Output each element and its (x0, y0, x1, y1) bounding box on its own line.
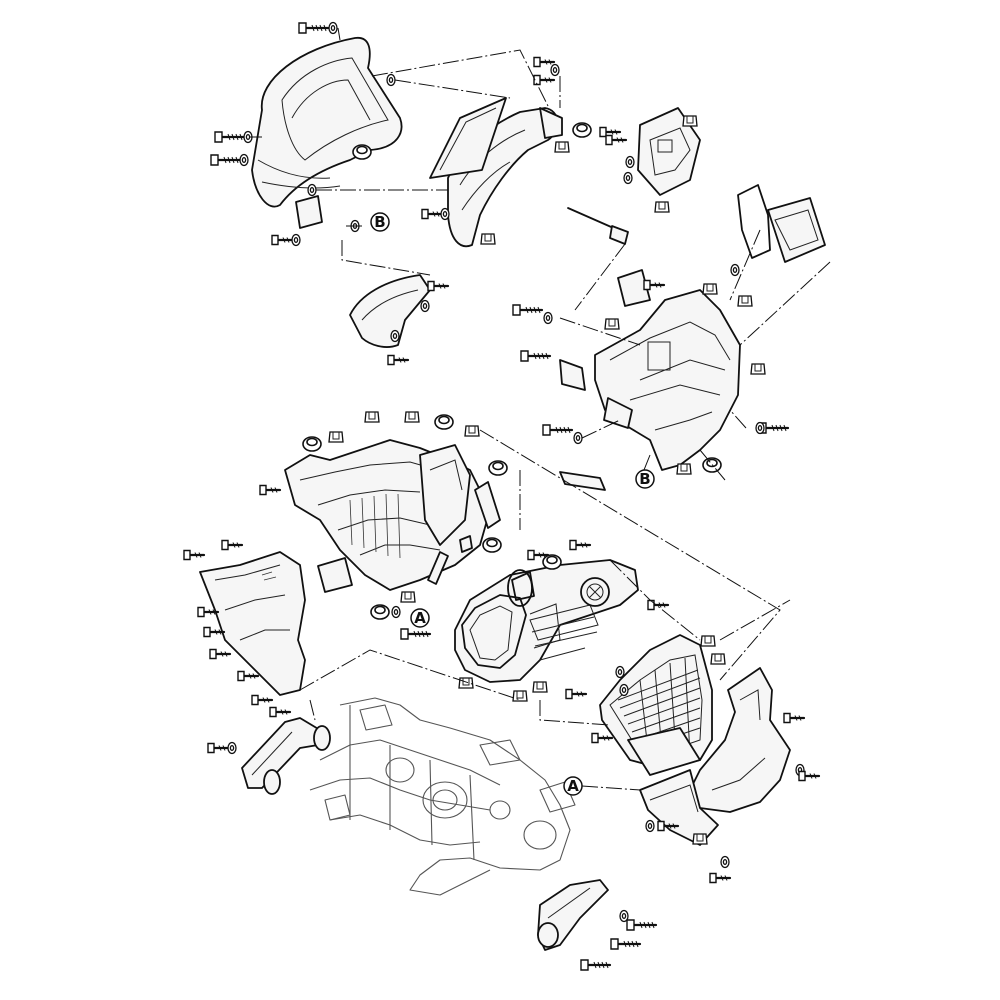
bracket-clamp (737, 184, 826, 263)
frame-support-bar-upper (241, 717, 331, 795)
reference-marker-b-upper: B (370, 212, 390, 232)
ref-label-b-lower: B (639, 470, 650, 488)
side-lower-cowl (199, 551, 306, 696)
ref-label-a-upper: A (414, 609, 426, 627)
inner-duct-panel (284, 439, 491, 591)
vehicle-frame (309, 697, 576, 896)
duct-strips (427, 481, 501, 585)
meter-bracket-assembly (559, 289, 741, 471)
frame-support-bar-lower (537, 879, 609, 951)
meter-leader-lines (559, 229, 831, 481)
pin-rod (567, 207, 629, 245)
duct-leader-lines (479, 429, 781, 681)
upper-leader-lines (250, 27, 561, 276)
meter-bracket-small (637, 107, 701, 196)
pad-square (317, 557, 353, 593)
reference-marker-a-lower: A (563, 776, 583, 796)
pad-piece (617, 269, 651, 307)
inner-cowl-bracket (349, 274, 431, 348)
ref-label-b-upper: B (374, 213, 385, 231)
side-bracket (295, 195, 323, 229)
gasket-strip (559, 471, 606, 491)
headlight-housing (454, 559, 639, 683)
front-cowling-left (251, 37, 403, 208)
lower-front-spoiler (639, 667, 791, 846)
reference-marker-a-upper: A (410, 608, 430, 628)
radiator-grille (599, 634, 713, 776)
windshield-panel (429, 97, 507, 179)
lower-leader-lines (299, 559, 791, 791)
reference-marker-b-lower: B (635, 469, 655, 489)
ref-label-a-lower: A (567, 777, 579, 795)
